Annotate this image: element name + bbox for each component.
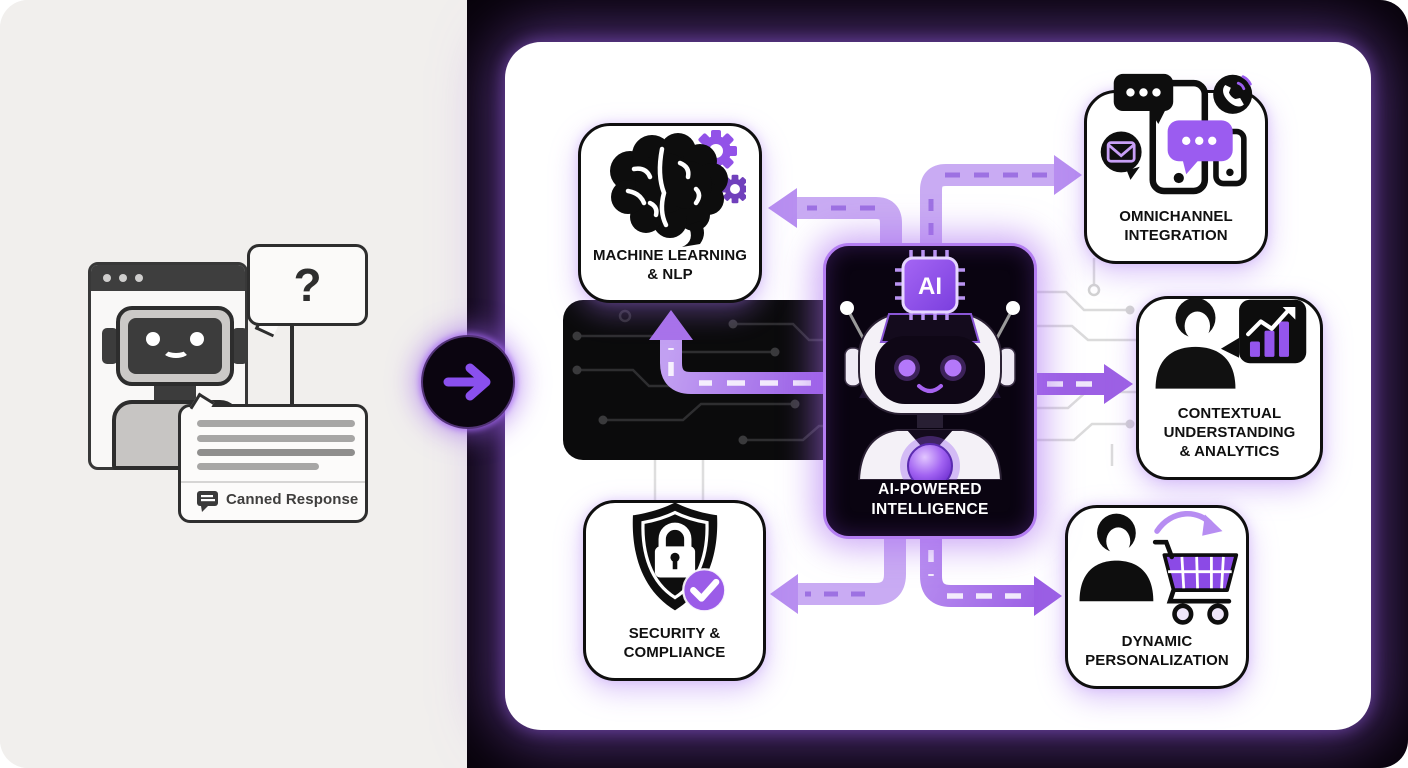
placeholder-text-line	[197, 420, 355, 427]
canned-response-card: Canned Response	[178, 392, 368, 523]
label-line: & ANALYTICS	[1179, 443, 1280, 461]
question-bubble: ?	[247, 244, 368, 326]
node-label: MACHINE LEARNING & NLP	[593, 247, 747, 285]
brain-gears-icon	[610, 130, 746, 248]
label-line: COMPLIANCE	[623, 644, 726, 662]
node-label: OMNICHANNEL INTEGRATION	[1119, 208, 1233, 246]
placeholder-text-line	[197, 449, 355, 456]
node-icon-area	[581, 125, 759, 248]
window-dot	[103, 274, 111, 282]
center-card-title: AI-POWERED INTELLIGENCE	[871, 480, 988, 520]
label-line: MACHINE LEARNING	[592, 247, 748, 265]
label-line: DYNAMIC	[1121, 633, 1193, 651]
bot-neck	[154, 384, 196, 402]
placeholder-text-line	[197, 435, 355, 442]
node-security-compliance: SECURITY & COMPLIANCE	[583, 500, 766, 681]
label-line: UNDERSTANDING	[1163, 424, 1296, 442]
circuit-traces-light-icon	[1032, 258, 1136, 466]
placeholder-text-line	[197, 463, 319, 470]
title-line: INTELLIGENCE	[871, 500, 989, 518]
node-icon-area	[586, 497, 763, 625]
left-panel: ? Canned Response	[0, 0, 467, 768]
bubble-connector-line	[290, 324, 294, 408]
shield-lock-icon	[632, 502, 726, 613]
node-contextual-analytics: CONTEXTUAL UNDERSTANDING & ANALYTICS	[1136, 296, 1323, 480]
transition-arrow-button	[421, 335, 515, 429]
node-label: CONTEXTUAL UNDERSTANDING & ANALYTICS	[1164, 405, 1296, 462]
right-panel: MACHINE LEARNING & NLP	[467, 0, 1408, 768]
label-line: SECURITY &	[628, 625, 721, 643]
person-analytics-icon	[1155, 298, 1306, 389]
bot-face-screen	[128, 318, 222, 374]
bot-ear-left	[102, 328, 118, 364]
diagram-panel: MACHINE LEARNING & NLP	[505, 42, 1371, 730]
ai-robot-icon: AI	[840, 250, 1020, 480]
node-omnichannel: OMNICHANNEL INTEGRATION	[1084, 74, 1268, 264]
node-label: DYNAMIC PERSONALIZATION	[1085, 633, 1229, 671]
browser-titlebar	[91, 265, 245, 291]
label-line: & NLP	[647, 266, 693, 284]
label-line: PERSONALIZATION	[1085, 652, 1229, 670]
chip-label: AI	[918, 273, 942, 300]
connector-arrows	[649, 155, 1133, 616]
center-card-ai-intelligence: AI AI-POWERED INTELLIGENCE	[823, 243, 1037, 539]
node-icon-area	[1068, 503, 1246, 633]
bot-eye-right	[190, 332, 204, 346]
node-label: SECURITY & COMPLIANCE	[624, 625, 726, 663]
ai-chip-icon	[901, 256, 959, 314]
bot-smile	[162, 342, 190, 358]
bot-ear-right	[232, 328, 248, 364]
label-line: OMNICHANNEL	[1119, 208, 1233, 226]
question-text: ?	[293, 259, 322, 311]
arrow-right-icon	[443, 363, 491, 401]
chat-icon	[197, 491, 218, 512]
canned-response-label: Canned Response	[226, 491, 359, 508]
person-cart-icon	[1079, 511, 1239, 625]
node-machine-learning: MACHINE LEARNING & NLP	[578, 123, 762, 303]
title-line: AI-POWERED	[878, 481, 982, 498]
window-dot	[119, 274, 127, 282]
label-line: CONTEXTUAL	[1177, 405, 1282, 423]
window-dot	[135, 274, 143, 282]
omnichannel-devices-icon	[1100, 74, 1253, 195]
bot-eye-left	[146, 332, 160, 346]
card-divider	[181, 481, 365, 483]
node-dynamic-personalization: DYNAMIC PERSONALIZATION	[1065, 505, 1249, 689]
node-icon-area	[1139, 287, 1320, 405]
legacy-bot-head	[116, 306, 234, 386]
node-icon-area	[1087, 68, 1265, 208]
label-line: INTEGRATION	[1124, 227, 1228, 245]
